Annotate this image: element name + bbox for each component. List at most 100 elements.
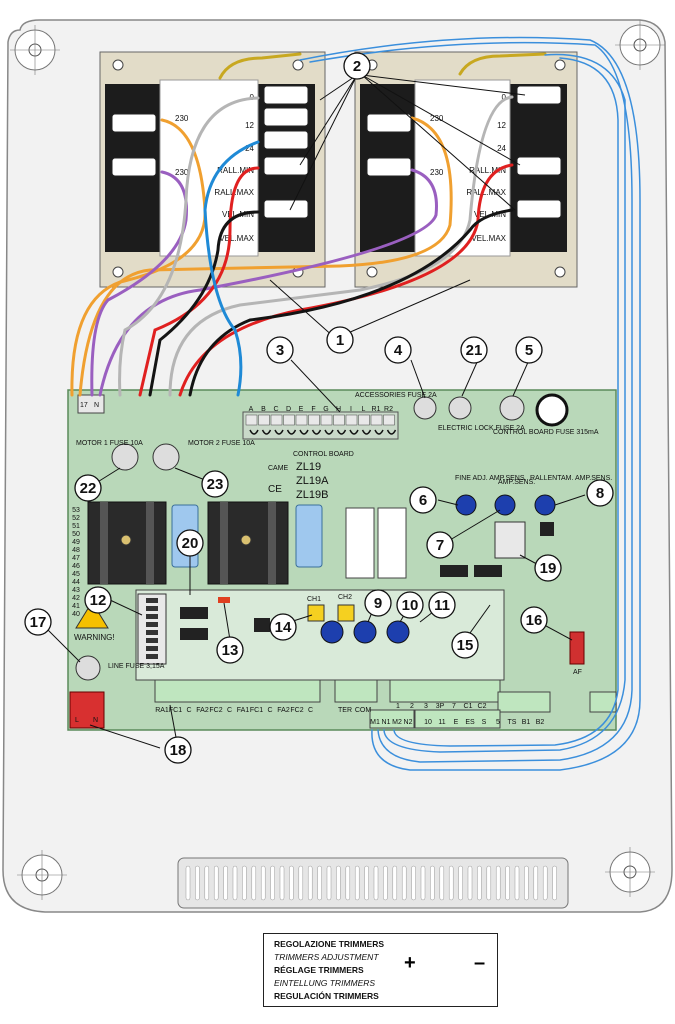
motor1-fuse-label: MOTOR 1 FUSE 10A: [76, 440, 143, 447]
wire-black-1: [148, 210, 260, 397]
terminal-label: 5: [496, 719, 500, 726]
ventilation-grille: [177, 857, 569, 909]
callout-circle: [520, 606, 548, 634]
wire-gray-1: [118, 96, 260, 397]
terminal-label: C2: [478, 703, 487, 710]
vent-slot: [242, 865, 247, 901]
vent-slot: [279, 865, 285, 901]
callout-number: 11: [434, 597, 450, 614]
dip-lever: [146, 606, 158, 611]
jumper-loop: [361, 429, 372, 435]
legend-line-it: REGOLAZIONE TRIMMERS: [274, 939, 385, 949]
vent-slot: [307, 865, 313, 901]
leader-lines: [44, 74, 586, 749]
vent-slot: [542, 865, 548, 901]
side-number: 43: [72, 587, 80, 594]
vent-slot: [392, 865, 398, 901]
terminal-label: 1: [396, 703, 400, 710]
terminal-label: C1: [464, 703, 473, 710]
callout-number: 2: [353, 58, 361, 75]
accessory-terminal: [383, 414, 395, 426]
callout-circle: [534, 554, 562, 582]
jumper-loop: [336, 429, 347, 435]
dip-lever: [146, 614, 158, 619]
terminal-label: FA2: [277, 707, 290, 714]
accessory-terminal-letter: D: [286, 406, 291, 413]
wire-red-2: [178, 163, 514, 397]
vent-slot: [326, 865, 332, 901]
wire-yellow-right: [458, 52, 547, 76]
transformer-left: [99, 51, 326, 288]
terminal-label: FC1: [250, 707, 263, 714]
legend-plus: +: [404, 952, 416, 974]
ce-mark: CE: [268, 484, 282, 495]
vent-slot: [524, 865, 529, 901]
accessories-fuse-label: ACCESSORIES FUSE 2A: [355, 392, 437, 399]
terminal-label: B2: [536, 719, 545, 726]
vent-slot: [373, 865, 379, 901]
callout-circle: [269, 613, 297, 641]
accessory-terminal-letter: C: [273, 406, 278, 413]
accessory-terminal-letter: F: [311, 406, 315, 413]
tr-primary-230-lower: 230: [430, 168, 444, 177]
jumper-loop: [274, 429, 284, 435]
callout-number: 22: [80, 480, 97, 497]
terminal-label: FA1: [237, 707, 250, 714]
callout-number: 17: [30, 614, 47, 631]
secondary-label: VEL.MAX: [219, 234, 254, 243]
power-terminal-l: L: [75, 717, 79, 724]
wire-antenna-1: [299, 36, 641, 771]
callout-circle: [515, 336, 543, 364]
power-terminal-n: N: [93, 717, 98, 724]
secondary-label: RALL.MIN: [469, 166, 506, 175]
terminal-label: E: [454, 719, 459, 726]
control-board-label: CONTROL BOARD: [293, 451, 354, 458]
callout-circle: [164, 736, 192, 764]
wire-orange-2: [78, 116, 453, 397]
vent-slot: [505, 865, 510, 901]
vent-slot: [251, 865, 257, 901]
side-number: 45: [72, 571, 80, 578]
model-zl19: ZL19: [296, 461, 321, 473]
vent-slot: [430, 865, 435, 901]
vent-slot: [213, 865, 219, 901]
accessory-terminal: [358, 414, 370, 426]
af-label: AF: [573, 669, 582, 676]
accessory-terminal-letter: I: [350, 406, 352, 413]
callout-number: 15: [457, 637, 474, 654]
dip-lever: [146, 630, 158, 635]
vent-slot: [317, 865, 322, 901]
warning-label: WARNING!: [74, 633, 115, 642]
brand-logo: CAME: [268, 465, 289, 472]
terminal-label: B1: [522, 719, 531, 726]
terminal-label: ES: [465, 719, 475, 726]
vent-slot: [336, 865, 341, 901]
accessory-terminal-letter: L: [362, 406, 366, 413]
accessory-terminal: [270, 414, 283, 426]
callout-circle: [326, 326, 354, 354]
wire-antenna-3: [383, 53, 626, 753]
jumper-loop: [374, 429, 384, 435]
wire-yellow-left: [218, 52, 302, 80]
callout-circle: [409, 486, 437, 514]
vent-slot: [477, 865, 482, 901]
accessory-terminal-letter: R2: [384, 406, 393, 413]
trimmer-legend: REGOLAZIONE TRIMMERS TRIMMERS ADJUSTMENT…: [263, 933, 498, 1007]
vent-slot: [552, 865, 557, 901]
side-number: 42: [72, 595, 80, 602]
dip-lever: [146, 622, 158, 627]
callout-circle: [24, 608, 52, 636]
side-number: 44: [72, 579, 80, 586]
vent-slot: [298, 865, 304, 901]
vent-slot: [204, 865, 210, 901]
side-number: 49: [72, 539, 80, 546]
secondary-label: 0: [502, 93, 507, 102]
callout-number: 6: [419, 492, 427, 509]
accessory-terminal: [320, 414, 333, 426]
motor2-fuse-label: MOTOR 2 FUSE 10A: [188, 440, 255, 447]
wire-purple-1: [90, 170, 188, 397]
accessory-terminal: [295, 414, 308, 426]
secondary-connector: [263, 85, 309, 105]
